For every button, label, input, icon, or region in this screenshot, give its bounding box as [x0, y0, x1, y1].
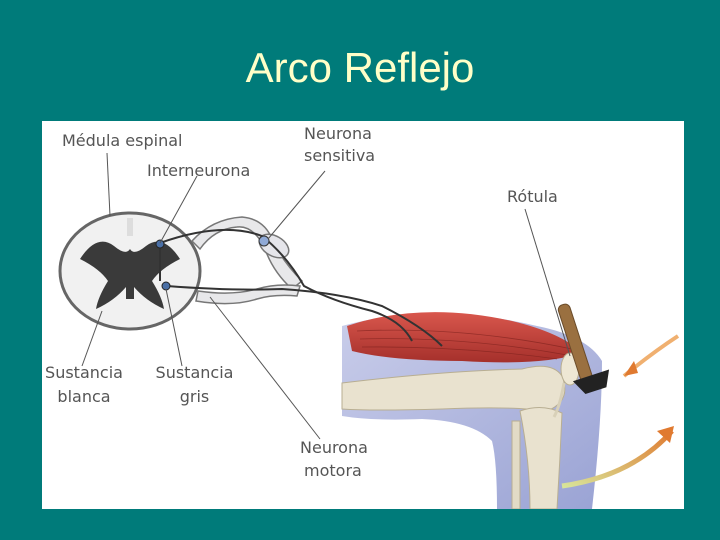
motor-neuron-path — [166, 285, 443, 347]
tibia-bone — [519, 407, 563, 509]
fibula-bone — [511, 420, 521, 509]
label-neurona-sensitiva-line2: sensitiva — [304, 146, 376, 165]
quadriceps-muscle — [347, 312, 582, 363]
label-neurona-motora-line1: Neurona — [300, 438, 368, 457]
reflex-hammer — [557, 303, 610, 395]
reflex-arc-illustration — [58, 152, 680, 509]
label-sustancia-gris-line2: gris — [179, 387, 210, 406]
slide-title: Arco Reflejo — [245, 44, 475, 91]
label-sustancia-blanca-line1: Sustancia — [45, 363, 123, 382]
reflex-arc-diagram: Médula espinal Interneurona Neurona sens… — [42, 121, 684, 509]
sensory-neuron-path — [159, 228, 413, 342]
label-interneurona: Interneurona — [147, 161, 251, 180]
response-arrow — [561, 429, 674, 489]
label-rotula: Rótula — [507, 187, 558, 206]
label-sustancia-blanca-line2: blanca — [57, 387, 111, 406]
label-sustancia-gris-line1: Sustancia — [155, 363, 234, 382]
label-neurona-sensitiva-line1: Neurona — [304, 124, 372, 143]
gray-matter — [80, 241, 180, 309]
label-medula-espinal: Médula espinal — [62, 131, 183, 150]
label-neurona-motora-line2: motora — [304, 461, 362, 480]
